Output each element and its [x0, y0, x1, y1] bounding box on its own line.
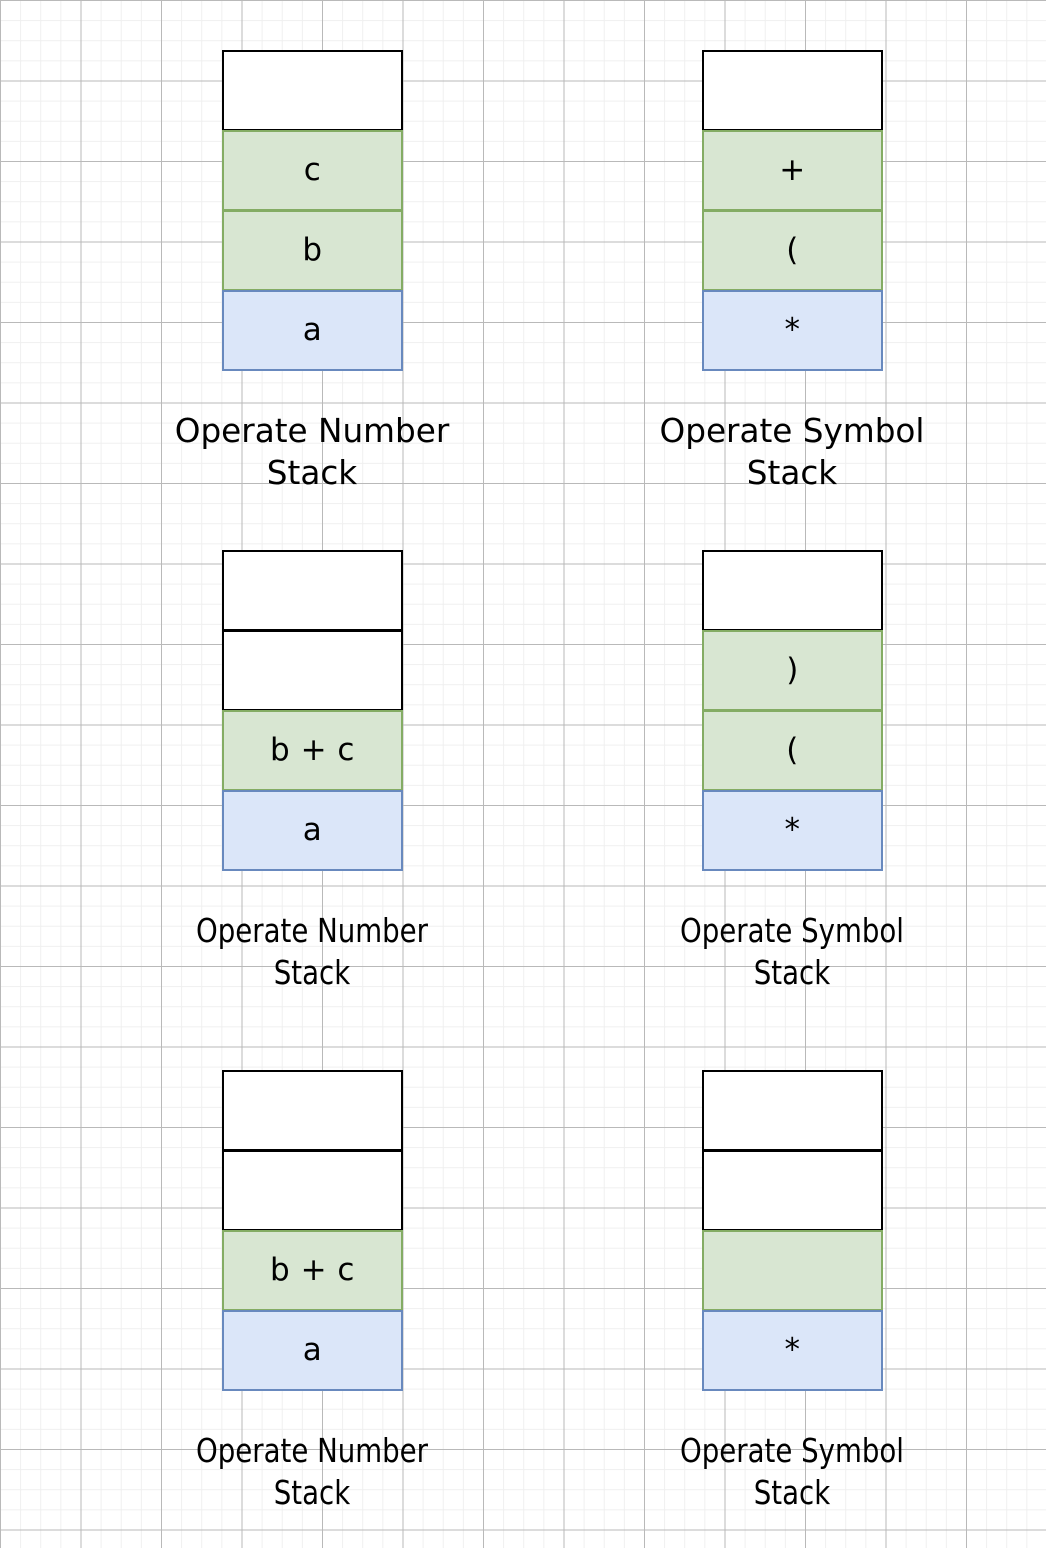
operate-number-stack-caption: Operate Number Stack: [195, 1431, 429, 1513]
stack-boxes: b + c a: [222, 1070, 403, 1391]
operate-number-stack-2: b + c a: [222, 550, 403, 871]
stack-cell-label: *: [784, 812, 801, 848]
stack-cell-label: b + c: [270, 732, 355, 768]
stack-cell[interactable]: [702, 50, 883, 131]
stack-cell[interactable]: (: [702, 210, 883, 291]
stack-cell[interactable]: +: [702, 130, 883, 211]
stack-cell[interactable]: *: [702, 790, 883, 871]
stack-cell[interactable]: *: [702, 290, 883, 371]
stack-cell[interactable]: a: [222, 790, 403, 871]
stack-cell-label: a: [302, 1332, 323, 1368]
operate-number-stack-3: b + c a: [222, 1070, 403, 1391]
stack-boxes: *: [702, 1070, 883, 1391]
stack-cell-label: a: [302, 312, 323, 348]
stack-cell[interactable]: (: [702, 710, 883, 791]
operate-symbol-stack-caption: Operate Symbol Stack: [680, 911, 904, 993]
stack-cell[interactable]: [702, 1150, 883, 1231]
stack-cell[interactable]: ): [702, 630, 883, 711]
stack-cell[interactable]: [222, 550, 403, 631]
stack-cell-label: +: [779, 152, 806, 188]
operate-number-stack-caption: Operate Number Stack: [174, 411, 450, 493]
stack-cell-label: a: [302, 812, 323, 848]
stack-cell-label: b + c: [270, 1252, 355, 1288]
stack-cell-label: ): [786, 652, 799, 688]
operate-symbol-stack-3: *: [702, 1070, 883, 1391]
stack-cell[interactable]: b + c: [222, 1230, 403, 1311]
operate-number-stack-caption: Operate Number Stack: [195, 911, 429, 993]
stack-cell[interactable]: [222, 1150, 403, 1231]
stack-cell[interactable]: [702, 550, 883, 631]
stack-cell[interactable]: [222, 50, 403, 131]
stack-cell-label: c: [303, 152, 322, 188]
stack-cell[interactable]: *: [702, 1310, 883, 1391]
operate-symbol-stack-1: + ( *: [702, 50, 883, 371]
stack-cell[interactable]: [702, 1230, 883, 1311]
stack-cell[interactable]: b: [222, 210, 403, 291]
operate-symbol-stack-2: ) ( *: [702, 550, 883, 871]
stack-cell[interactable]: c: [222, 130, 403, 211]
stack-boxes: + ( *: [702, 50, 883, 371]
stack-cell[interactable]: [702, 1070, 883, 1151]
operate-symbol-stack-caption: Operate Symbol Stack: [659, 411, 925, 493]
stack-cell[interactable]: [222, 630, 403, 711]
stack-boxes: c b a: [222, 50, 403, 371]
stack-cell[interactable]: a: [222, 290, 403, 371]
stack-cell-label: b: [302, 232, 323, 268]
stack-cell-label: (: [786, 232, 799, 268]
stack-cell[interactable]: b + c: [222, 710, 403, 791]
stack-cell[interactable]: a: [222, 1310, 403, 1391]
stack-cell[interactable]: [222, 1070, 403, 1151]
stack-boxes: b + c a: [222, 550, 403, 871]
operate-symbol-stack-caption: Operate Symbol Stack: [680, 1431, 904, 1513]
stack-cell-label: *: [784, 312, 801, 348]
stack-boxes: ) ( *: [702, 550, 883, 871]
stack-cell-label: (: [786, 732, 799, 768]
operate-number-stack-1: c b a: [222, 50, 403, 371]
stack-cell-label: *: [784, 1332, 801, 1368]
